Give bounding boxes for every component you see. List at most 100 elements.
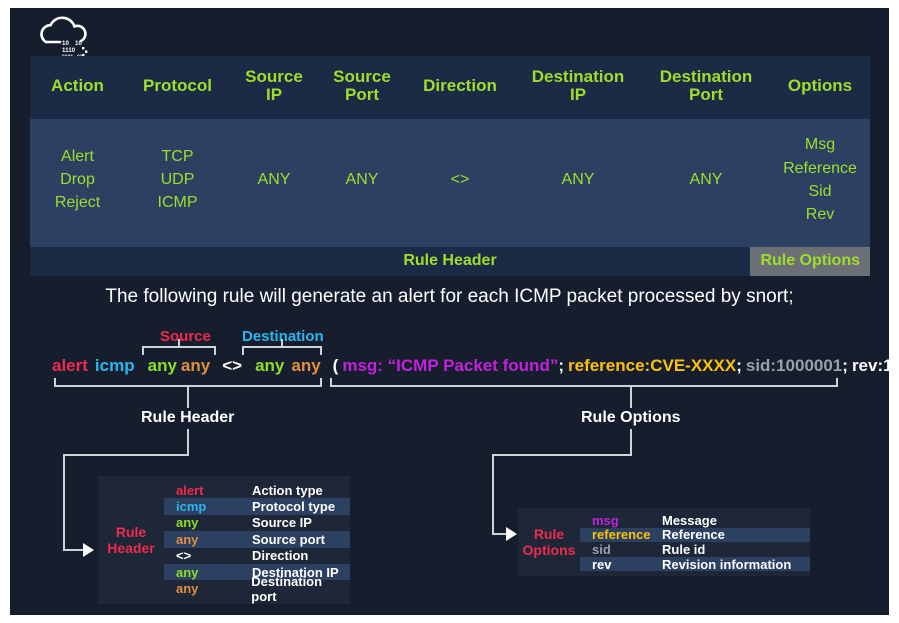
list-item: any Source port	[164, 531, 350, 548]
cell-destination-port: ANY	[642, 118, 770, 247]
table-header-row: Action Protocol Source IP Source Port Di	[30, 56, 870, 119]
detail-row-key: rev	[592, 556, 612, 572]
detail-header-rows: alert Action type icmp Protocol type any…	[164, 476, 350, 604]
detail-row-key: any	[176, 564, 199, 580]
token-rev: rev:1;	[851, 356, 889, 375]
detail-row-key: <>	[176, 548, 192, 564]
cell-options-item-3: Rev	[805, 205, 835, 223]
list-item: rev Revision information	[580, 557, 810, 572]
svg-text:10: 10	[62, 40, 69, 47]
detail-row-key: any	[176, 581, 199, 597]
detail-header-side-line2: Header	[107, 540, 155, 556]
label-rule-header: Rule Header	[141, 409, 235, 426]
list-item: any Destination port	[164, 574, 350, 604]
connector-header-across	[63, 454, 189, 456]
cell-source-ip: ANY	[230, 118, 318, 247]
cell-options-item-1: Reference	[783, 159, 857, 177]
detail-row-key: sid	[592, 541, 611, 557]
detail-row-key: alert	[176, 482, 204, 498]
rule-structure-table: Action Protocol Source IP Source Port Di	[30, 56, 870, 276]
connector-header-into	[63, 549, 85, 551]
token-destination-ip: any	[255, 356, 285, 375]
arrow-options-icon	[506, 527, 517, 541]
group-label-destination: Destination	[242, 328, 324, 345]
detail-row-desc: Direction	[252, 548, 309, 564]
column-header-options-label: Options	[787, 76, 853, 96]
list-item: reference Reference	[580, 527, 810, 543]
detail-row-desc: Message	[662, 512, 717, 528]
detail-row-desc: Rule id	[662, 541, 706, 557]
svg-text:10: 10	[75, 40, 82, 47]
list-item: <> Direction	[164, 548, 350, 564]
connector-header-stem-top	[187, 386, 189, 408]
table-row: Alert Drop Reject TCP UDP ICMP ANY ANY <…	[30, 118, 870, 247]
column-header-destination-ip-line2: IP	[569, 85, 587, 105]
token-semicolon-3: ;	[842, 356, 848, 375]
detail-table-rule-options: Rule Options msg Message reference Refer…	[518, 508, 810, 576]
cell-protocol-item-0: TCP	[161, 147, 194, 165]
detail-row-desc: Source IP	[252, 515, 312, 531]
arrow-header-icon	[83, 543, 94, 557]
cell-direction: <>	[406, 118, 514, 247]
list-item: alert Action type	[164, 482, 350, 498]
token-protocol: icmp	[94, 356, 135, 375]
detail-header-side-line1: Rule	[115, 523, 147, 540]
column-header-protocol: Protocol	[125, 56, 230, 119]
cell-destination-ip: ANY	[514, 118, 642, 247]
column-header-action: Action	[30, 56, 125, 119]
list-item: any Destination IP	[164, 563, 350, 581]
connector-header-drop	[63, 454, 65, 550]
column-header-source-ip-line1: Source	[245, 67, 303, 86]
detail-row-key: icmp	[176, 499, 207, 515]
column-header-action-label: Action	[51, 76, 104, 96]
column-header-direction: Direction	[406, 56, 514, 119]
token-reference: reference:CVE-XXXX	[568, 356, 737, 375]
column-header-source-port: Source Port	[318, 56, 406, 119]
column-header-destination-ip: Destination IP	[514, 56, 642, 119]
bracket-destination-stem	[281, 339, 283, 347]
detail-row-key: any	[176, 531, 199, 547]
token-destination-port: any	[291, 356, 321, 375]
cell-options: Msg Reference Sid Rev	[770, 118, 870, 247]
connector-options-across	[492, 454, 632, 456]
detail-table-rule-header: Rule Header alert Action type icmp Proto…	[98, 476, 350, 604]
column-header-direction-label: Direction	[423, 76, 497, 96]
label-rule-options: Rule Options	[581, 409, 681, 426]
column-header-destination-port-line2: Port	[689, 85, 723, 105]
cell-options-item-2: Sid	[808, 182, 832, 200]
cell-protocol: TCP UDP ICMP	[125, 118, 230, 247]
cell-action-item-0: Alert	[61, 147, 94, 165]
footer-rule-options-label: Rule Options	[750, 246, 870, 276]
bracket-source-stem	[178, 339, 180, 347]
list-item: sid Rule id	[580, 542, 810, 557]
token-source-ip: any	[147, 356, 177, 375]
caption-text: The following rule will generate an aler…	[105, 286, 794, 307]
column-header-destination-port: Destination Port	[642, 56, 770, 119]
detail-options-side-line1: Rule	[533, 525, 565, 542]
cell-source-port: ANY	[318, 118, 406, 247]
token-open-paren: (	[332, 356, 339, 375]
cell-action-item-2: Reject	[54, 194, 101, 212]
token-semicolon-1: ;	[558, 356, 564, 375]
column-header-source-ip: Source IP	[230, 56, 318, 119]
detail-header-side-label: Rule Header	[98, 476, 164, 604]
list-item: msg Message	[580, 513, 810, 528]
column-header-source-port-line1: Source	[333, 67, 391, 86]
list-item: any Source IP	[164, 515, 350, 531]
bracket-rule-options-bottom	[330, 378, 838, 387]
detail-row-key: reference	[592, 527, 651, 543]
footer-rule-header-label: Rule Header	[403, 252, 497, 270]
column-header-destination-port-line1: Destination	[659, 67, 753, 86]
detail-row-desc: Source port	[252, 531, 325, 547]
column-header-destination-ip-line1: Destination	[531, 67, 625, 86]
token-sid: sid:1000001	[745, 356, 843, 375]
column-header-source-port-line2: Port	[345, 85, 379, 105]
token-action: alert	[52, 356, 88, 375]
svg-text:1110: 1110	[62, 47, 76, 54]
detail-row-key: msg	[592, 512, 619, 528]
detail-row-desc: Action type	[252, 482, 323, 498]
detail-row-desc: Destination IP	[252, 564, 339, 580]
detail-row-desc: Reference	[662, 527, 725, 543]
column-header-source-ip-line2: IP	[265, 85, 283, 105]
